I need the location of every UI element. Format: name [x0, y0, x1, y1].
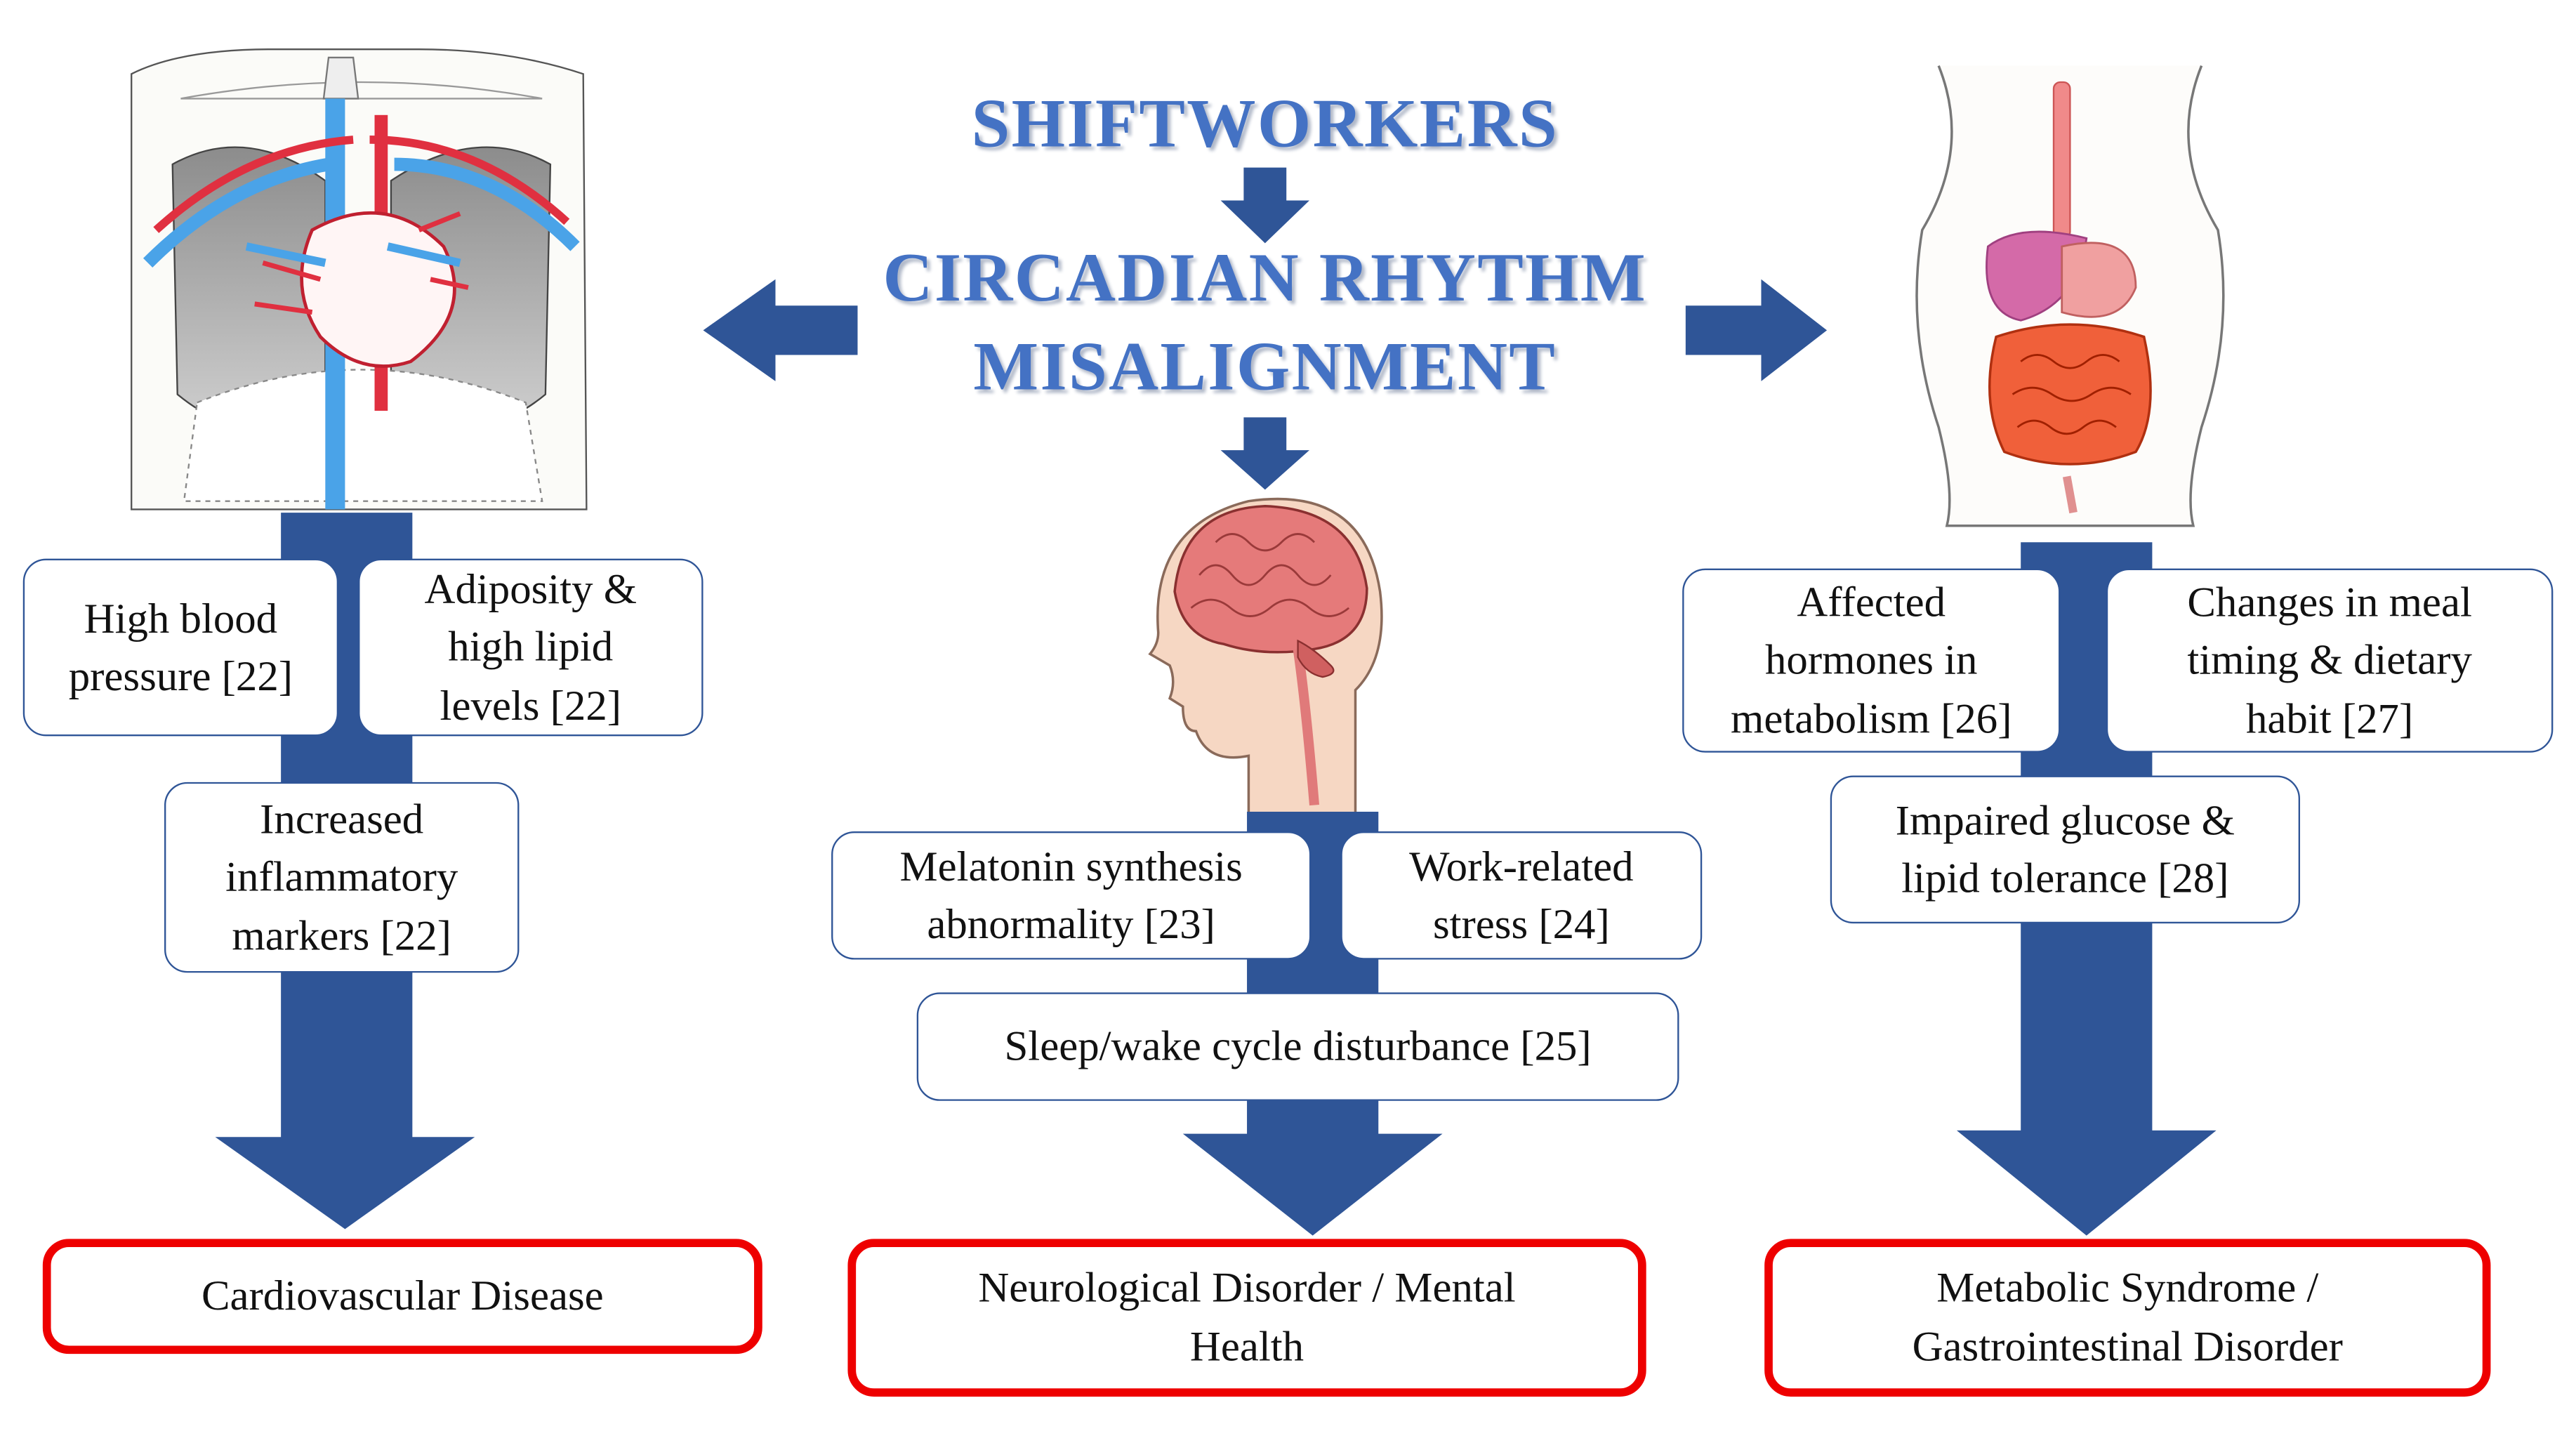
factor-label: Work-related stress [24]: [1409, 842, 1634, 949]
factor-label: High blood pressure [22]: [68, 594, 293, 700]
factor-label: Impaired glucose & lipid tolerance [28]: [1895, 796, 2235, 902]
outcome-label: Metabolic Syndrome / Gastrointestinal Di…: [1912, 1263, 2343, 1371]
factor-box-meal-timing: Changes in meal timing & dietary habit […: [2106, 568, 2554, 753]
factor-box-high-blood-pressure: High blood pressure [22]: [22, 558, 339, 737]
diagram-subtitle-line1: CIRCADIAN RHYTHM: [883, 241, 1648, 317]
outcome-box-metabolic: Metabolic Syndrome / Gastrointestinal Di…: [1764, 1239, 2491, 1397]
factor-label: Adiposity & high lipid levels [22]: [424, 565, 638, 730]
factor-label: Sleep/wake cycle disturbance [25]: [1004, 1022, 1592, 1071]
factor-box-adiposity: Adiposity & high lipid levels [22]: [358, 558, 704, 737]
outcome-box-neurological: Neurological Disorder / Mental Health: [847, 1239, 1646, 1397]
factor-label: Increased inflammatory markers [22]: [225, 795, 458, 959]
down-arrow-icon: [1220, 167, 1309, 244]
torso-organs-illustration: [1915, 65, 2225, 527]
down-arrow-icon: [1220, 417, 1309, 490]
outcome-box-cardiovascular: Cardiovascular Disease: [42, 1239, 762, 1355]
right-arrow-icon: [1685, 279, 1828, 381]
outcome-label: Neurological Disorder / Mental Health: [978, 1263, 1516, 1371]
chest-heart-illustration: [131, 48, 588, 510]
factor-box-affected-hormones: Affected hormones in metabolism [26]: [1682, 568, 2061, 753]
factor-box-melatonin: Melatonin synthesis abnormality [23]: [831, 831, 1312, 960]
diagram-subtitle-line2: MISALIGNMENT: [973, 330, 1557, 406]
left-arrow-icon: [703, 279, 858, 381]
factor-box-inflammatory-markers: Increased inflammatory markers [22]: [164, 782, 520, 973]
diagram-title: SHIFTWORKERS: [971, 87, 1559, 163]
factor-box-work-stress: Work-related stress [24]: [1340, 831, 1703, 960]
outcome-label: Cardiovascular Disease: [201, 1272, 604, 1320]
factor-box-glucose-tolerance: Impaired glucose & lipid tolerance [28]: [1830, 775, 2300, 924]
factor-label: Changes in meal timing & dietary habit […: [2187, 578, 2472, 742]
factor-label: Melatonin synthesis abnormality [23]: [899, 842, 1243, 949]
head-brain-illustration: [1148, 497, 1383, 815]
factor-box-sleep-wake: Sleep/wake cycle disturbance [25]: [916, 992, 1679, 1101]
factor-label: Affected hormones in metabolism [26]: [1731, 578, 2012, 742]
